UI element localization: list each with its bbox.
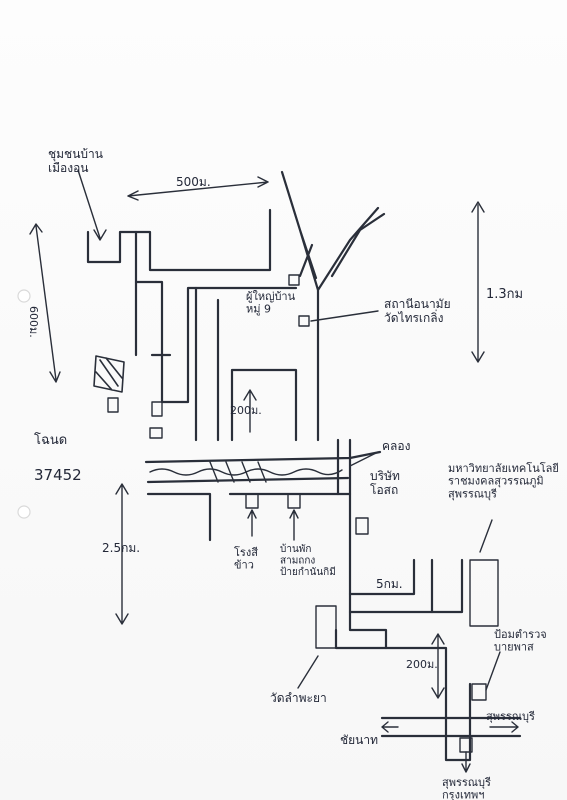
- label-code: โฉนด: [34, 432, 67, 448]
- label-health-station: สถานีอนามัยวัดไทรเกลิ่ง: [384, 297, 451, 325]
- road-fork-right: [330, 212, 386, 278]
- label-dist-500m: 500ม.: [176, 175, 211, 189]
- house-marker: [151, 401, 163, 417]
- house-marker: [149, 427, 163, 439]
- highway-bottom: [380, 716, 522, 738]
- dimension-2-5km: [115, 483, 129, 625]
- label-to-chainat: ชัยนาท: [340, 733, 378, 747]
- dimension-500m: [127, 176, 269, 201]
- health-station-marker: [298, 315, 310, 327]
- canal-bank-top: [144, 450, 382, 464]
- label-headman-house: ผู้ใหญ่บ้านหมู่ 9: [246, 290, 296, 316]
- canal-hatch: [209, 461, 267, 483]
- university-block: [469, 559, 499, 627]
- road-west-vertical: [134, 280, 172, 357]
- label-dist-2-5km: 2.5กม.: [102, 541, 140, 555]
- road-inner-square: [230, 368, 298, 442]
- road-lower-main: [146, 492, 388, 650]
- police-box-pointer: [485, 651, 501, 691]
- bottom-pointer: [461, 751, 471, 773]
- dimension-200m-lower: [431, 633, 445, 699]
- label-to-suphan: สุพรรณบุรี: [486, 710, 535, 723]
- village-pointer: [77, 169, 107, 241]
- temple-pointer: [297, 655, 319, 689]
- label-canal: คลอง: [382, 439, 410, 453]
- arrow-west: [381, 721, 399, 733]
- label-university: มหาวิทยาลัยเทคโนโลยีราชมงคลสุวรรณภูมิสุพ…: [448, 461, 559, 500]
- village-houses: [93, 355, 125, 393]
- road-lower-right-vertical: [336, 438, 352, 496]
- road-central-vertical: [194, 286, 220, 442]
- headman-house-marker: [288, 274, 300, 286]
- label-code-number: 37452: [34, 466, 82, 484]
- dimension-200m-upper: [243, 389, 257, 433]
- label-company: บริษัทโอสถ: [370, 469, 400, 497]
- label-resort: โรงสีข้าว: [234, 545, 258, 572]
- binder-hole: [17, 289, 31, 303]
- university-pointer: [479, 519, 493, 553]
- label-bottom-note: สุพรรณบุรีกรุงเทพฯ: [442, 776, 491, 800]
- rice-mill-pointer: [289, 509, 299, 541]
- label-police-box: ป้อมตำรวจบายพาส: [494, 628, 547, 654]
- dimension-1-3km: [471, 201, 485, 363]
- road-fork: [280, 170, 380, 442]
- resort-pointer: [247, 509, 257, 537]
- label-temple: วัดลำพะยา: [270, 691, 327, 705]
- health-station-pointer: [310, 310, 379, 322]
- label-rice-mill: บ้านพักสามถกงป้ายกำนันกิมี: [280, 543, 336, 578]
- dimension-600m: [29, 223, 61, 383]
- binder-hole: [17, 505, 31, 519]
- label-dist-600m: 600ม.: [27, 306, 40, 338]
- label-dist-200m-a: 200ม.: [230, 404, 262, 417]
- resort-marker: [245, 493, 259, 509]
- temple-block: [315, 605, 337, 649]
- road-to-university: [384, 558, 472, 762]
- road-village-left: [86, 208, 272, 272]
- police-box-marker: [471, 683, 487, 701]
- canal-bank-bottom: [146, 476, 350, 484]
- label-dist-5km: 5กม.: [376, 577, 403, 591]
- label-village: ชุมชนบ้านเมืองอน: [48, 147, 103, 175]
- label-dist-1-3km: 1.3กม: [486, 287, 523, 302]
- company-marker: [355, 517, 369, 535]
- house-marker: [107, 397, 119, 413]
- canal-pointer: [349, 451, 379, 467]
- road-village-inner: [134, 230, 298, 404]
- arrow-east: [489, 721, 519, 733]
- label-dist-200m-b: 200ม.: [406, 658, 438, 671]
- rice-mill-marker: [287, 493, 301, 509]
